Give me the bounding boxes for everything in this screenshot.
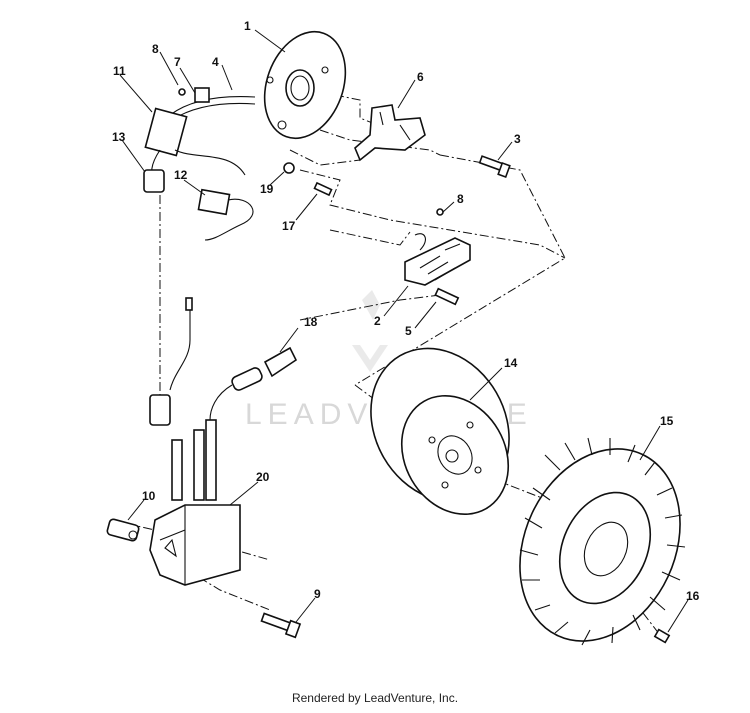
callout-11: 11 bbox=[113, 64, 126, 78]
leader-lines bbox=[119, 29, 689, 633]
callout-16: 16 bbox=[686, 589, 700, 603]
wiring-harness bbox=[143, 87, 256, 241]
mounting-bracket bbox=[354, 104, 426, 162]
callout-12: 12 bbox=[174, 168, 188, 182]
bolt bbox=[478, 155, 511, 179]
stator-plate bbox=[263, 30, 347, 140]
part-callouts: 1 2 3 4 5 6 7 8 8 9 10 11 12 13 14 15 16… bbox=[112, 19, 700, 603]
callout-15: 15 bbox=[660, 414, 674, 428]
callout-14: 14 bbox=[504, 356, 518, 370]
callout-9: 9 bbox=[314, 587, 321, 601]
ignition-coil bbox=[149, 394, 241, 586]
bolt-9 bbox=[260, 612, 302, 639]
callout-3: 3 bbox=[514, 132, 521, 146]
coil-spacer bbox=[106, 518, 140, 542]
spark-plug-boot bbox=[169, 297, 298, 421]
watermark-logo bbox=[352, 290, 388, 372]
footer-credit: Rendered by LeadVenture, Inc. bbox=[291, 691, 459, 705]
callout-17: 17 bbox=[282, 219, 296, 233]
callout-6: 6 bbox=[417, 70, 424, 84]
callout-20: 20 bbox=[256, 470, 270, 484]
screw-16 bbox=[653, 628, 671, 644]
callout-13: 13 bbox=[112, 130, 126, 144]
callout-4: 4 bbox=[212, 55, 219, 69]
callout-8-top: 8 bbox=[152, 42, 159, 56]
callout-5: 5 bbox=[405, 324, 412, 338]
flywheel bbox=[370, 347, 510, 516]
callout-10: 10 bbox=[142, 489, 156, 503]
cooling-fan bbox=[519, 437, 686, 646]
callout-2: 2 bbox=[374, 314, 381, 328]
callout-8-module: 8 bbox=[457, 192, 464, 206]
screw-17 bbox=[313, 181, 333, 197]
ignition-coil-module bbox=[404, 233, 471, 286]
washer bbox=[283, 162, 295, 174]
callout-19: 19 bbox=[260, 182, 274, 196]
callout-1: 1 bbox=[244, 19, 251, 33]
callout-18: 18 bbox=[304, 315, 318, 329]
bolt-5 bbox=[434, 287, 460, 306]
callout-7: 7 bbox=[174, 55, 181, 69]
